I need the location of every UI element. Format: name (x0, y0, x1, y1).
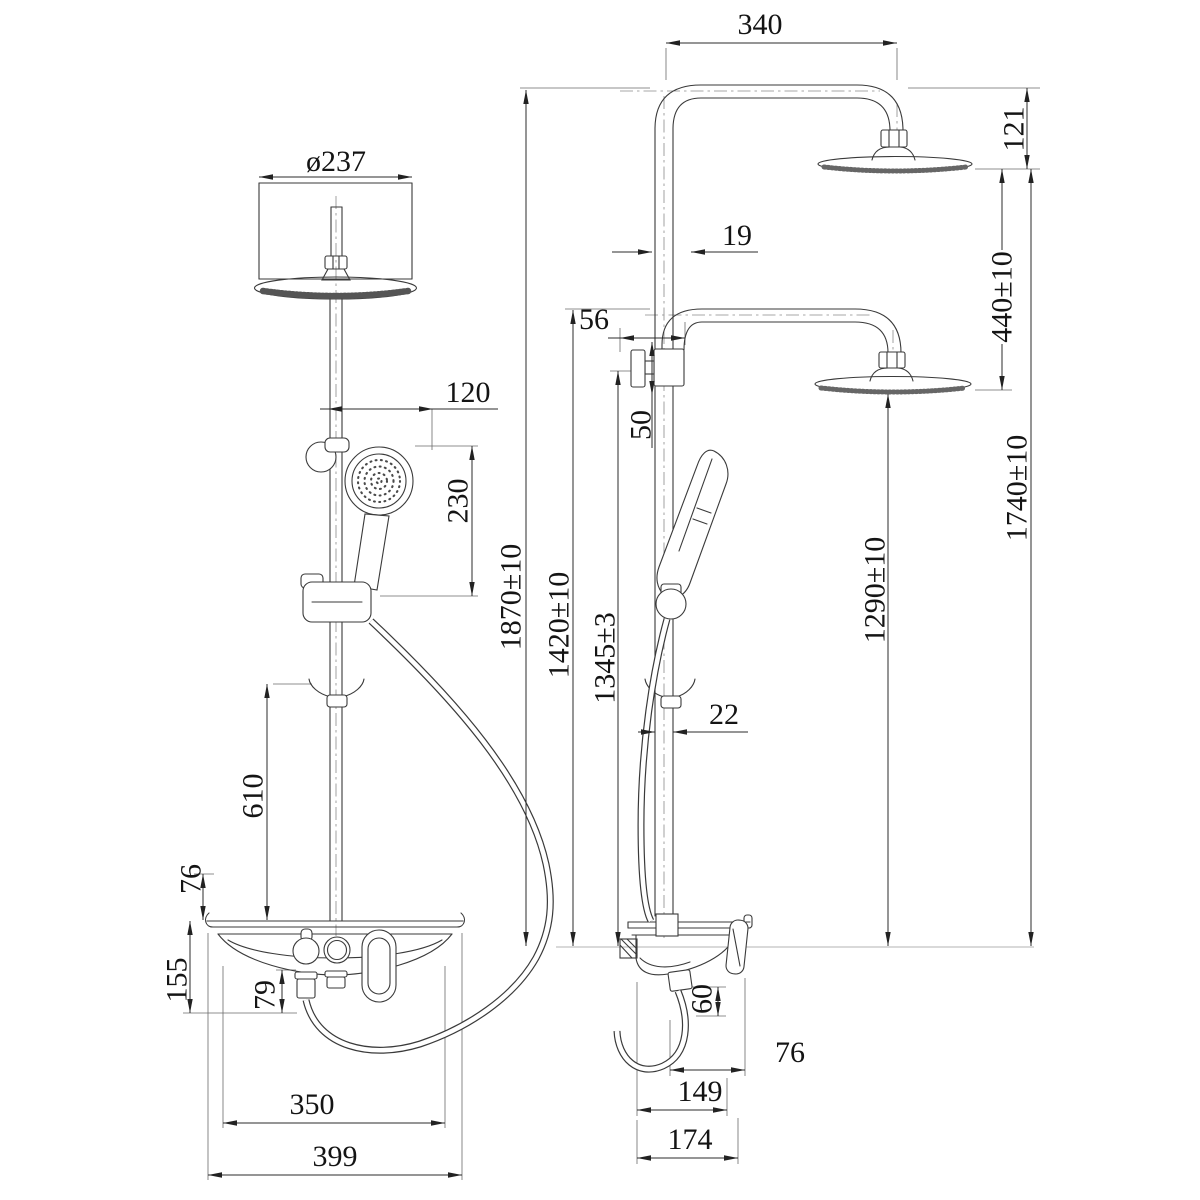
dim-label-shelf-assembly-height: 155 (161, 958, 194, 1003)
centerlines (335, 90, 898, 940)
dim-label-body-reach: 149 (678, 1075, 723, 1108)
dim-label-head-diameter: ø237 (306, 145, 366, 178)
dim-label-column-height: 1420±10 (543, 572, 576, 678)
front-shower-hose (302, 618, 554, 1054)
dim-label-outlet-drop: 60 (686, 984, 719, 1014)
front-view (204, 182, 466, 1003)
front-round-knob (323, 936, 351, 964)
side-lever-handle (725, 919, 749, 975)
dim-arm-reach: 340 (666, 8, 897, 46)
dim-label-diverter-center-height: 1345±3 (589, 612, 622, 703)
side-column-base (655, 913, 679, 937)
dim-label-lower-head-height: 1290±10 (859, 537, 892, 643)
dim-overall-height: 1870±10 (495, 90, 529, 946)
dim-label-overall-height: 1870±10 (495, 544, 528, 650)
dim-spout-offset: 76 (670, 1036, 805, 1073)
front-hand-shower-handle (353, 513, 390, 591)
dim-column-pipe: 22 (638, 698, 748, 735)
dim-handshower-length: 230 (442, 446, 475, 596)
dim-shelf-assembly-height: 155 (161, 921, 194, 1013)
front-hand-shower (344, 446, 414, 591)
dim-label-spout-offset: 76 (775, 1036, 805, 1069)
side-lower-arm (661, 308, 972, 393)
front-hook (308, 678, 365, 708)
dim-label-pole-base-above-shelf: 76 (175, 864, 208, 894)
dim-label-hook-to-shelf: 610 (237, 774, 270, 819)
front-diverter-knob (292, 928, 320, 965)
dim-label-shelf-inner-width: 350 (290, 1088, 335, 1121)
front-hand-shower-nozzles (356, 458, 402, 504)
dim-head-drop: 121 (998, 88, 1031, 169)
dim-label-overall-depth: 174 (668, 1123, 713, 1156)
side-lower-head-spray-face (818, 385, 968, 395)
dim-hook-to-shelf: 610 (237, 684, 270, 920)
dim-label-arm-reach: 340 (738, 8, 783, 41)
side-view (619, 84, 973, 992)
side-hook (644, 678, 696, 709)
dim-label-column-pipe: 22 (709, 698, 739, 731)
dim-head-diameter: ø237 (259, 145, 412, 180)
extension-lines (183, 48, 1040, 1180)
front-slider (300, 573, 372, 623)
front-rain-head (253, 182, 418, 300)
dim-label-arm-pipe: 19 (722, 219, 752, 252)
side-diverter (630, 348, 685, 388)
side-hose-outlet (667, 969, 693, 992)
side-column (654, 84, 904, 917)
dim-label-handshower-offset: 120 (446, 376, 491, 409)
dim-label-head-height-travel: 440±10 (986, 251, 1019, 342)
front-lever-handle (361, 929, 397, 1003)
dim-label-head-drop: 121 (998, 107, 1031, 152)
dim-column-height: 1420±10 (543, 310, 576, 946)
front-bracket (305, 437, 350, 473)
front-head-spray-face (259, 287, 412, 300)
dim-label-under-shelf-drop: 79 (249, 980, 282, 1010)
dim-diverter-offset: 56 (579, 303, 685, 341)
side-shower-hose (613, 618, 689, 1073)
side-upper-rain-head (817, 129, 973, 173)
side-inlet-hatch (619, 938, 638, 959)
dim-body-reach: 149 (637, 1075, 727, 1113)
dim-pole-base-above-shelf: 76 (175, 864, 208, 920)
dim-label-diverter-offset: 56 (579, 303, 609, 336)
dim-overall-depth: 174 (637, 1123, 738, 1161)
side-hand-shower (655, 449, 729, 620)
dim-under-shelf-drop: 79 (249, 970, 285, 1013)
side-upper-head-spray-face (821, 164, 969, 174)
dim-handshower-offset: 120 (320, 376, 498, 412)
dim-shelf-inner-width: 350 (223, 1088, 445, 1126)
dim-lower-head-height: 1290±10 (859, 394, 892, 946)
dim-label-upper-head-height: 1740±10 (1001, 435, 1034, 541)
dim-label-diverter-body: 50 (625, 410, 658, 440)
dim-diverter-center-height: 1345±3 (589, 371, 622, 946)
dim-label-handshower-length: 230 (442, 479, 475, 524)
side-mixer-body (619, 919, 749, 992)
dim-diverter-body: 50 (625, 342, 658, 448)
dim-head-height-travel: 440±10 (986, 169, 1019, 390)
dim-label-shelf-overall-width: 399 (313, 1140, 358, 1173)
dim-arm-pipe: 19 (612, 219, 758, 255)
dim-outlet-drop: 60 (686, 984, 721, 1016)
dim-shelf-overall-width: 399 (208, 1140, 462, 1178)
dim-upper-head-height: 1740±10 (1001, 169, 1034, 946)
front-hose-outlet (294, 970, 348, 999)
